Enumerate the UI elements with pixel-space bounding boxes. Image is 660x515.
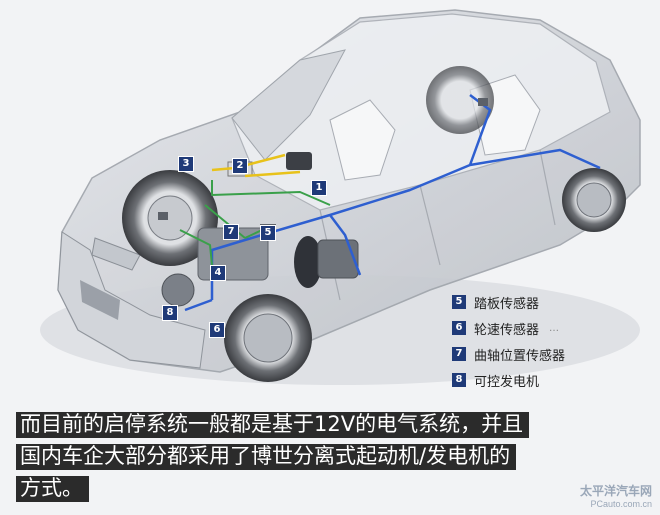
legend-label: 可控发电机 — [474, 374, 540, 390]
gearbox — [317, 239, 359, 279]
wheel-sensor-fl — [158, 212, 168, 220]
badge-7: 7 — [223, 224, 239, 240]
caption-text: 而目前的启停系统一般都是基于12V的电气系统，并且 国内车企大部分都采用了博世分… — [16, 408, 576, 504]
caption-line-2: 国内车企大部分都采用了博世分离式起动机/发电机的 — [16, 444, 517, 470]
windshield — [231, 49, 346, 161]
legend-item-crankshaft-sensor: 7 曲轴位置传感器 — [452, 341, 642, 367]
badge-4: 4 — [210, 265, 226, 281]
wheel-sensor-rr — [478, 98, 488, 106]
legend-badge: 7 — [452, 347, 466, 361]
legend-item-wheel-speed-sensor: 6 轮速传感器 … — [452, 315, 642, 341]
badge-3: 3 — [178, 156, 194, 172]
legend-badge: 5 — [452, 295, 466, 309]
rear-wheel-left — [426, 66, 494, 134]
wire-blue — [184, 94, 601, 312]
legend-label: 曲轴位置传感器 — [474, 348, 566, 364]
legend-badge: 8 — [452, 373, 466, 387]
brake-disc-front-left — [147, 195, 193, 241]
badge-2: 2 — [232, 158, 248, 174]
alternator — [161, 273, 195, 307]
watermark-domain: PCauto.com.cn — [590, 499, 652, 509]
badge-1: 1 — [311, 180, 327, 196]
grille — [80, 280, 120, 320]
legend-item-pedal-sensor: 5 踏板传感器 — [452, 289, 642, 315]
caption-line-3: 方式。 — [16, 476, 89, 502]
legend-item-controllable-generator: 8 可控发电机 — [452, 367, 642, 393]
legend-label: 踏板传感器 — [474, 296, 540, 312]
headlight — [91, 237, 141, 271]
legend-badge: 6 — [452, 321, 466, 335]
caption-line-1: 而目前的启停系统一般都是基于12V的电气系统，并且 — [16, 412, 530, 438]
badge-5: 5 — [260, 225, 276, 241]
rim-front-right — [243, 313, 293, 363]
legend-label: 轮速传感器 — [474, 322, 540, 338]
seat-front — [329, 99, 396, 181]
watermark: 太平洋汽车网 PCauto.com.cn — [580, 482, 652, 509]
badge-8: 8 — [162, 305, 178, 321]
component-legend: 5 踏板传感器 6 轮速传感器 … 7 曲轴位置传感器 8 可控发电机 — [452, 289, 642, 393]
flywheel — [294, 236, 322, 288]
legend-dots: … — [549, 322, 560, 334]
front-bumper — [57, 231, 206, 369]
battery — [286, 152, 312, 170]
rim-rear-right — [576, 182, 612, 218]
watermark-brand: 太平洋汽车网 — [579, 484, 652, 498]
wire-green — [179, 180, 331, 266]
badge-6: 6 — [209, 322, 225, 338]
